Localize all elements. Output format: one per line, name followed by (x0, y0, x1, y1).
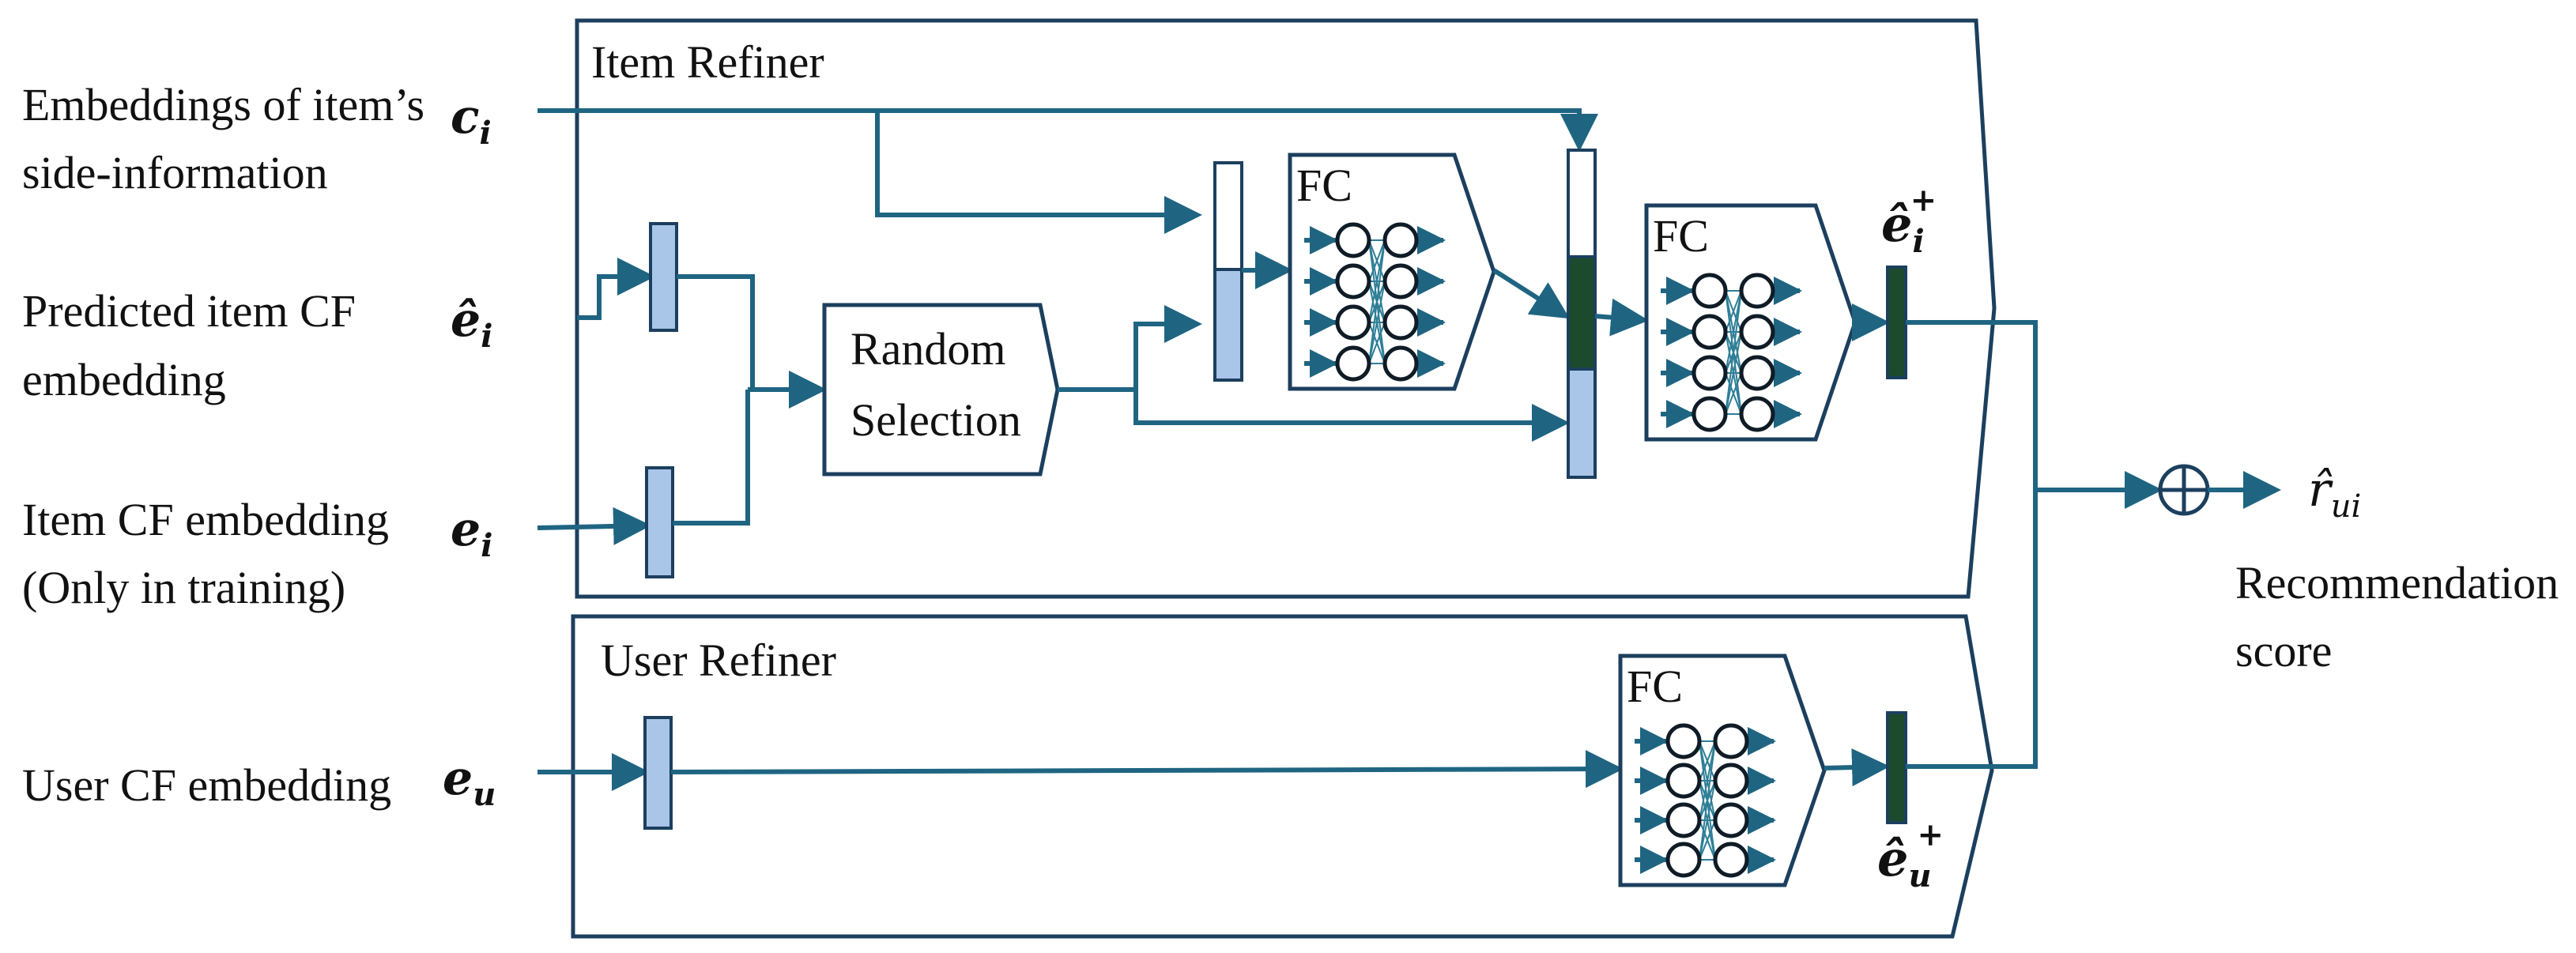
fc-connection (1725, 331, 1742, 415)
fc-connection (1368, 239, 1386, 282)
fc-neuron (1713, 842, 1749, 878)
fc-neuron (1713, 763, 1749, 799)
user-to-fc (670, 750, 1624, 789)
predicted-item-cf-label-line2: embedding (22, 354, 226, 405)
fc-user-to-out (1824, 748, 1890, 787)
fc-neuron (1335, 304, 1371, 341)
fc-connection (1699, 740, 1716, 821)
fc-neuron (1382, 263, 1419, 299)
fc-neuron (1335, 345, 1371, 382)
random-selection-line2: Selection (850, 394, 1021, 446)
side-info-line (537, 108, 1598, 152)
fc-neuron (1713, 723, 1749, 759)
concat-vector-1-bottom (1213, 268, 1243, 382)
fc-label: FC (1296, 160, 1352, 211)
fc-neuron (1382, 304, 1419, 341)
fc-neuron (1382, 222, 1419, 258)
user-cf-label: User CF embedding (22, 759, 391, 811)
item-cf-line (537, 507, 651, 545)
fc-layer-user: FC (1618, 654, 1827, 887)
user-refined-vector (1886, 711, 1907, 824)
fc-neuron (1739, 273, 1775, 309)
fc-connection (1368, 322, 1386, 364)
score-label-line1: Recommendation (2235, 557, 2559, 608)
item-cf-label-line2: (Only in training) (22, 562, 345, 613)
user-refined-symbol: êu+ (1877, 816, 1944, 895)
item-cf-symbol: ei (451, 502, 492, 564)
fc-layer-item-1: FC (1288, 153, 1496, 391)
predicted-item-cf-label-line1: Predicted item CF (22, 285, 356, 337)
score-label-line2: score (2235, 625, 2332, 676)
concat-vector-2-top (1567, 149, 1597, 258)
fc-connection (1725, 290, 1742, 415)
fc-label: FC (1627, 661, 1683, 712)
fc-label: FC (1653, 210, 1709, 262)
fc-neuron (1713, 802, 1749, 838)
fc-connection (1699, 780, 1716, 861)
side-info-label-line2: side-information (22, 147, 328, 198)
fc-neuron (1382, 345, 1419, 382)
itemcf-to-merge (673, 390, 750, 525)
fc-neuron (1692, 396, 1728, 432)
side-info-branch (875, 111, 1202, 234)
predicted-item-cf-symbol: êi (451, 292, 492, 355)
fc-neuron (1692, 355, 1728, 391)
item-refiner-title: Item Refiner (591, 36, 824, 88)
fc-connection (1699, 740, 1716, 782)
concat-vector-1-top (1213, 161, 1243, 271)
predicted-item-vector (649, 222, 678, 332)
fc-neuron (1692, 314, 1728, 350)
fc-connection (1699, 740, 1716, 861)
concat-vector-2-middle (1567, 255, 1597, 371)
side-info-label-line1: Embeddings of item’s (22, 79, 424, 130)
random-selection-line1: Random (850, 323, 1006, 375)
fc-neuron (1665, 763, 1702, 799)
item-refined-symbol: êi+ (1881, 182, 1937, 260)
concat2-to-fc2 (1594, 298, 1649, 337)
fc-layer-item-2: FC (1644, 203, 1858, 442)
fc-connection (1725, 372, 1742, 415)
item-cf-vector (645, 466, 674, 578)
fc-neuron (1665, 802, 1702, 838)
user-cf-symbol: eu (443, 751, 496, 813)
fc1-to-concat2 (1492, 268, 1571, 319)
fc-connection (1725, 290, 1742, 374)
item-cf-label-line1: Item CF embedding (22, 494, 389, 545)
user-refiner-title: User Refiner (601, 635, 836, 686)
user-cf-vector (643, 716, 673, 830)
fc-connection (1368, 281, 1386, 364)
fc-neuron (1692, 273, 1728, 309)
concat-vector-2-bottom (1567, 367, 1597, 479)
fc-connection (1725, 290, 1742, 333)
fc-neuron (1335, 263, 1371, 299)
fc-neuron (1739, 396, 1775, 432)
fc-neuron (1739, 314, 1775, 350)
fc-neuron (1665, 723, 1702, 759)
fc-connection (1368, 239, 1386, 364)
item-out-to-combine (1906, 320, 2038, 490)
fc-neuron (1665, 842, 1702, 878)
item-refiner-frame (575, 18, 1997, 599)
user-out-to-combine (1906, 490, 2038, 769)
fc-connection (1368, 239, 1386, 323)
random-selection-box (822, 303, 1060, 476)
side-info-symbol: ci (451, 89, 492, 152)
fc-connection (1699, 819, 1716, 861)
fc-neuron (1335, 222, 1371, 258)
random-out-lower (1133, 390, 1570, 442)
random-out-upper (1133, 305, 1202, 390)
fc-neuron (1739, 355, 1775, 391)
predicted-item-line (577, 258, 655, 320)
predicted-to-merge (677, 274, 755, 390)
score-symbol: r̂ui (2308, 462, 2361, 525)
user-refiner-frame (571, 614, 1994, 939)
item-refined-vector (1886, 266, 1907, 379)
